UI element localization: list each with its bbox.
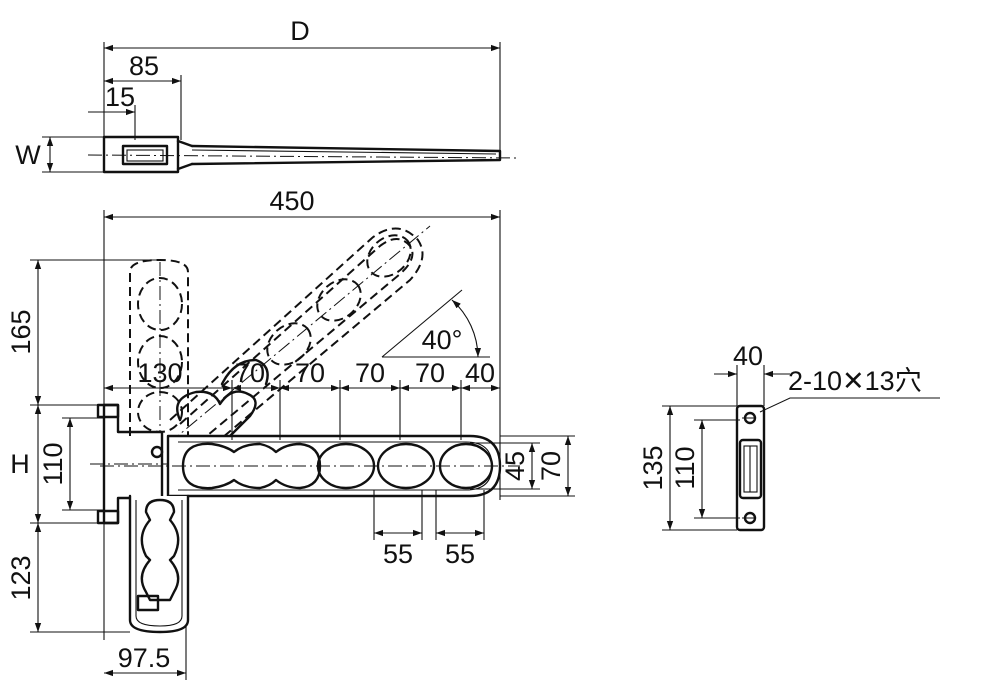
label-55-2: 55: [445, 539, 475, 569]
hole-note: 2-10✕13穴: [788, 366, 922, 396]
label-70-3: 70: [355, 358, 385, 388]
label-55-1: 55: [383, 539, 413, 569]
angle-label: 40°: [422, 325, 463, 355]
label-W: W: [15, 140, 41, 170]
label-110-side: 110: [670, 446, 700, 489]
label-45: 45: [500, 451, 530, 481]
label-110: 110: [38, 442, 68, 485]
label-85: 85: [129, 51, 159, 81]
label-40-side: 40: [733, 341, 763, 371]
label-40-top: 40: [465, 358, 495, 388]
label-H: H: [10, 449, 30, 479]
label-135: 135: [638, 445, 668, 490]
label-123: 123: [6, 555, 36, 600]
label-15: 15: [105, 82, 135, 112]
top-view: D 85 15 W: [15, 16, 521, 174]
label-70-h: 70: [536, 451, 566, 481]
label-97-5: 97.5: [118, 643, 171, 673]
label-165: 165: [6, 309, 36, 354]
label-70-2: 70: [295, 358, 325, 388]
label-130: 130: [137, 358, 182, 388]
label-70-1: 70: [235, 358, 265, 388]
side-view: 40 2-10✕13穴 135 110: [638, 341, 940, 532]
label-70-4: 70: [415, 358, 445, 388]
label-D: D: [290, 16, 310, 46]
label-450: 450: [269, 186, 314, 216]
front-view: 450 165 H 123 110 97.5: [6, 186, 575, 680]
